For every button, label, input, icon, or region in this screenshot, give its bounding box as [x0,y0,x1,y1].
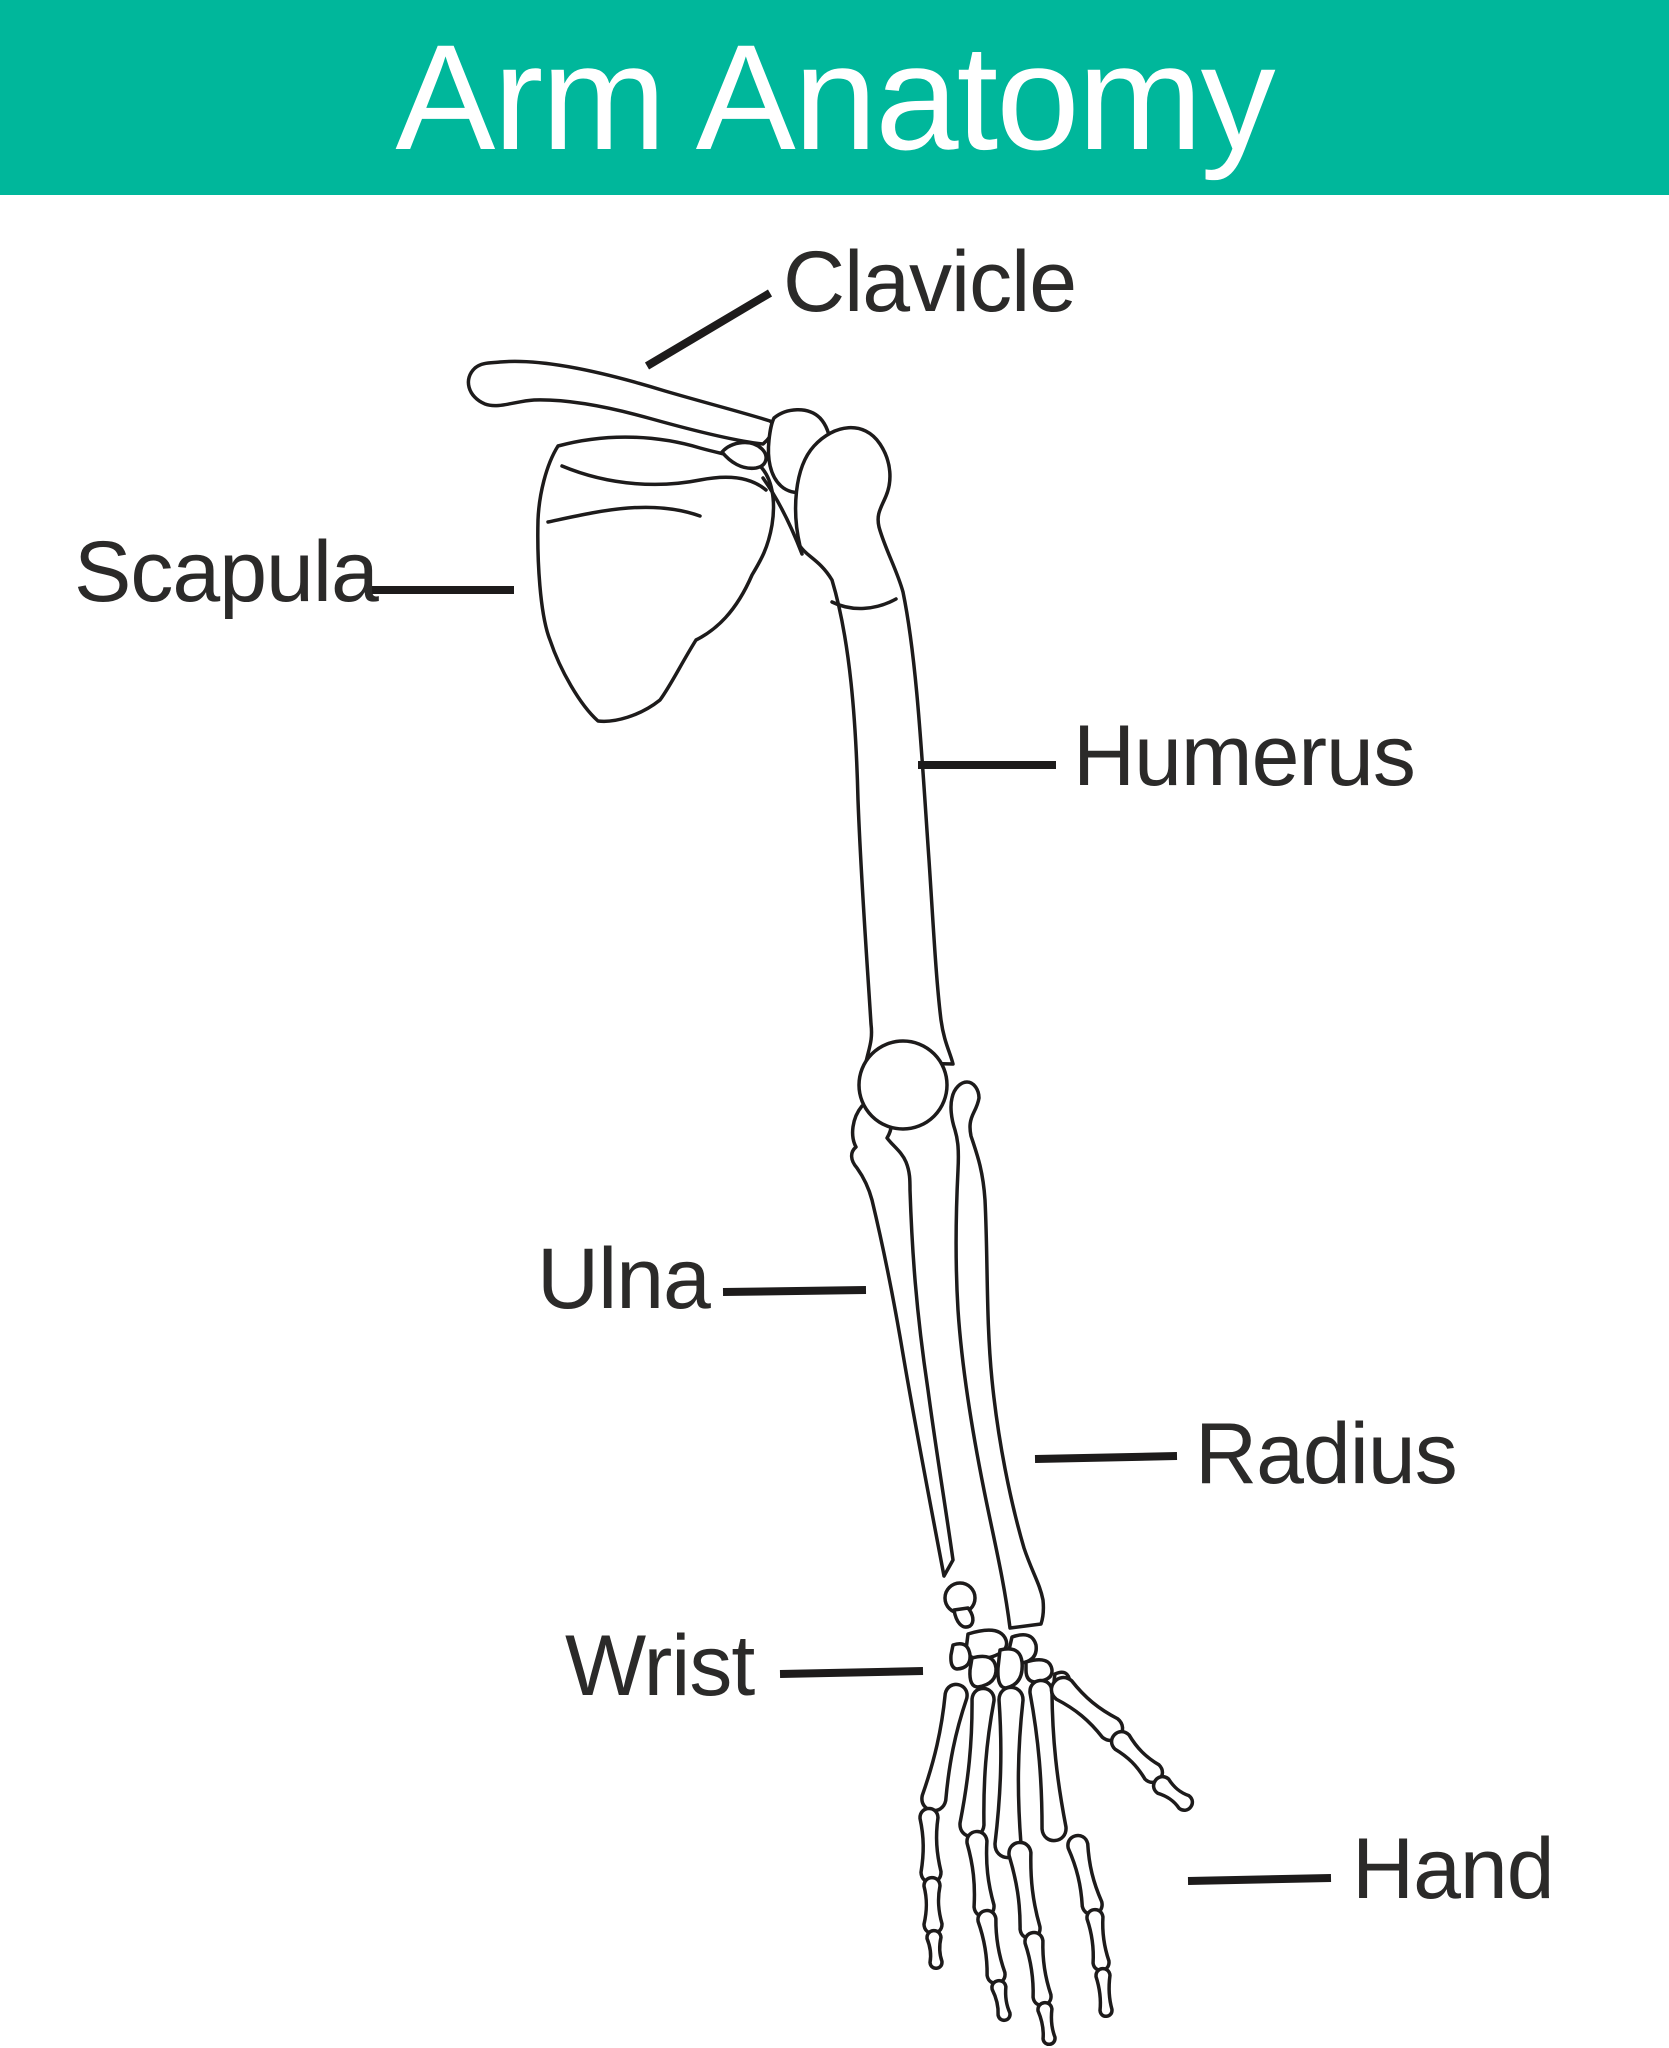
hand-bone [1028,1678,1068,1843]
hand-bone [1023,1930,1053,2008]
ulna-styloid-bone [952,1606,975,1629]
label-clavicle: Clavicle [783,234,1077,330]
ulna-bone [849,1100,955,1578]
carpal-bone [1024,1658,1054,1684]
elbow-joint-ball [857,1039,949,1131]
hand-bone [976,1908,1007,1986]
carpal-bone [996,1647,1024,1690]
hand-bone [1049,1675,1125,1743]
hand-bone [918,1806,943,1885]
label-scapula: Scapula [74,524,379,620]
hand-finger-bones [918,1675,1195,2046]
radius-bone [949,1080,1046,1630]
hand-bone [958,1686,996,1839]
header-bar: Arm Anatomy [0,0,1669,195]
page-title: Arm Anatomy [395,13,1275,181]
hand-bone [1094,1966,1114,2019]
carpal-bone [949,1642,972,1671]
label-ulna: Ulna [537,1231,711,1327]
label-humerus: Humerus [1073,708,1416,804]
hand-bone [922,1875,944,1936]
hand-bone [993,1685,1025,1860]
label-radius: Radius [1195,1406,1458,1502]
hand-bone [1151,1775,1195,1812]
leader-line-radius [1034,1452,1178,1463]
hand-bone [925,1928,944,1971]
hand-bone [965,1829,996,1919]
label-hand: Hand [1352,1821,1555,1917]
hand-bone [1066,1833,1104,1917]
hand-bone [990,1978,1012,2022]
leader-line-wrist [779,1667,924,1678]
hand-bone [1036,2000,1057,2046]
clavicle-bone [466,359,778,446]
scapula-spine-lower-line [546,505,702,524]
label-wrist: Wrist [565,1618,755,1714]
coracoid-bone [720,440,768,471]
leader-line-clavicle [644,289,773,370]
humerus-neck-line [830,597,898,611]
hand-bone [1109,1729,1165,1785]
scapula-spine-line [560,464,768,492]
leader-line-ulna [722,1286,867,1296]
hand-bone [1007,1840,1042,1941]
hand-bone [920,1682,969,1813]
carpal-bone [968,1654,998,1689]
hand-bone [1085,1907,1111,1973]
humerus-bone [793,426,955,1066]
leader-line-hand [1187,1874,1332,1885]
